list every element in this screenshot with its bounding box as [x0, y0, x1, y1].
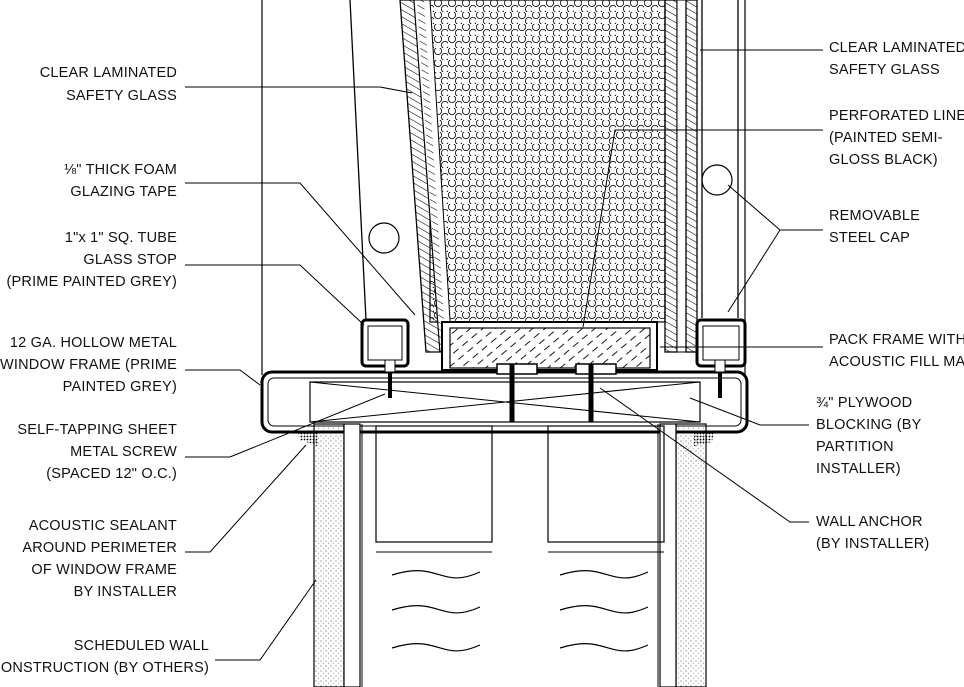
label-line: SAFETY GLASS [66, 88, 177, 104]
label-line: (SPACED 12" O.C.) [46, 466, 177, 482]
label-line: GLAZING TAPE [70, 184, 177, 200]
label-line: PERFORATED LINER [829, 108, 964, 124]
label-plywood: ¾" PLYWOOD BLOCKING (BY PARTITION INSTAL… [816, 395, 922, 477]
label-sealant: ACOUSTIC SEALANT AROUND PERIMETER OF WIN… [22, 518, 177, 600]
outer-wall-lines [261, 0, 746, 375]
leaders [185, 49, 823, 661]
label-glass-stop: 1"x 1" SQ. TUBE GLASS STOP (PRIME PAINTE… [7, 230, 178, 290]
label-foam-tape: ⅛" THICK FOAM GLAZING TAPE [64, 162, 177, 200]
label-line: CLEAR LAMINATED [829, 40, 964, 56]
perforated-liner [429, 0, 666, 323]
wall-anchors [496, 363, 617, 422]
label-line: STEEL CAP [829, 230, 910, 246]
label-pack-frame: PACK FRAME WITH ACOUSTIC FILL MAT'L [829, 332, 964, 370]
wall-construction [313, 423, 707, 687]
label-screw: SELF-TAPPING SHEET METAL SCREW (SPACED 1… [17, 422, 177, 482]
label-window-frame: 12 GA. HOLLOW METAL WINDOW FRAME (PRIME … [0, 335, 177, 395]
label-line: BLOCKING (BY [816, 417, 922, 433]
label-line: (BY INSTALLER) [816, 536, 929, 552]
label-line: SCHEDULED WALL [74, 638, 209, 654]
steel-cap-right [701, 0, 739, 318]
label-line: PAINTED GREY) [63, 379, 177, 395]
label-line: WALL ANCHOR [816, 514, 923, 530]
label-line: OF WINDOW FRAME [31, 562, 177, 578]
label-line: GLOSS BLACK) [829, 152, 938, 168]
label-line: SAFETY GLASS [829, 62, 940, 78]
label-clear-glass-left: CLEAR LAMINATED SAFETY GLASS [40, 65, 177, 104]
label-line: (PRIME PAINTED GREY) [7, 274, 178, 290]
steel-cap-left [349, 0, 400, 321]
label-line: AROUND PERIMETER [22, 540, 177, 556]
label-anchor: WALL ANCHOR (BY INSTALLER) [816, 514, 929, 552]
plywood-blocking [309, 381, 701, 423]
glass-stop-left [360, 318, 410, 368]
label-line: CONSTRUCTION (BY OTHERS) [0, 660, 209, 676]
screws [384, 359, 726, 398]
glass-stop-right [695, 318, 747, 368]
label-line: ACOUSTIC FILL MAT'L [829, 354, 964, 370]
label-line: INSTALLER) [816, 461, 901, 477]
label-line: PARTITION [816, 439, 894, 455]
label-clear-glass-right: CLEAR LAMINATED SAFETY GLASS [829, 40, 964, 78]
label-wall: SCHEDULED WALL CONSTRUCTION (BY OTHERS) [0, 638, 209, 676]
label-line: WINDOW FRAME (PRIME [0, 357, 177, 373]
label-line: 12 GA. HOLLOW METAL [10, 335, 177, 351]
label-line: BY INSTALLER [74, 584, 177, 600]
label-line: ¾" PLYWOOD [816, 395, 912, 411]
glass-right [664, 0, 698, 353]
label-line: METAL SCREW [70, 444, 177, 460]
label-line: SELF-TAPPING SHEET [17, 422, 177, 438]
glass-left [399, 0, 453, 353]
label-line: ACOUSTIC SEALANT [29, 518, 177, 534]
label-line: (PAINTED SEMI- [829, 130, 943, 146]
label-line: GLASS STOP [83, 252, 177, 268]
label-line: PACK FRAME WITH [829, 332, 964, 348]
label-line: 1"x 1" SQ. TUBE [65, 230, 177, 246]
label-line: REMOVABLE [829, 208, 920, 224]
label-line: ⅛" THICK FOAM [64, 162, 177, 178]
pack-frame [441, 321, 658, 371]
label-liner: PERFORATED LINER (PAINTED SEMI- GLOSS BL… [829, 108, 964, 168]
label-line: CLEAR LAMINATED [40, 65, 177, 81]
label-steel-cap: REMOVABLE STEEL CAP [829, 208, 920, 246]
